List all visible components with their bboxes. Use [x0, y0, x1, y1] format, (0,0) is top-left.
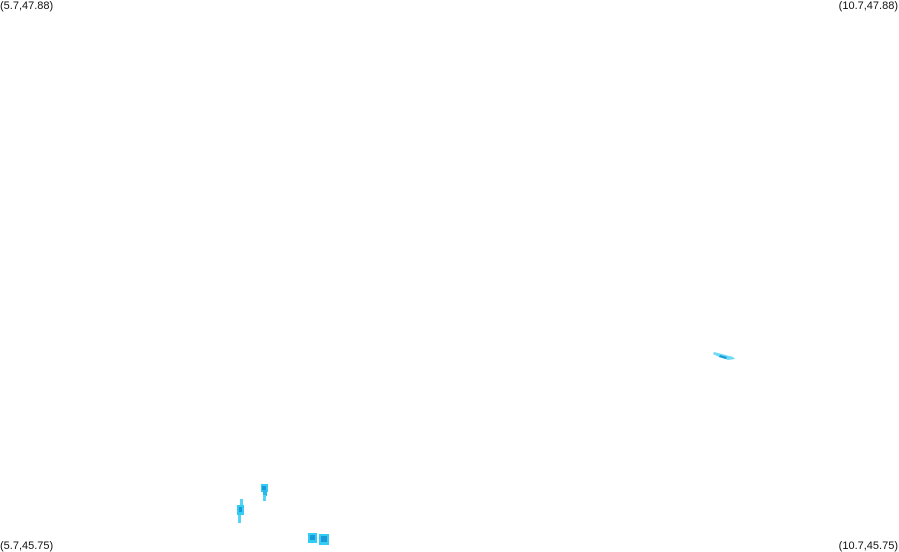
corner-coordinate-top-right: (10.7,47.88): [838, 0, 898, 12]
corner-coordinate-top-left: (5.7,47.88): [0, 0, 54, 12]
corner-coordinate-bottom-left: (5.7,45.75): [0, 540, 54, 552]
feature-east: [713, 352, 735, 360]
feature-southwest-b: [237, 499, 244, 523]
feature-southwest-a: [261, 484, 268, 501]
corner-coordinate-bottom-right: (10.7,45.75): [838, 540, 898, 552]
feature-south-pair: [308, 533, 329, 545]
